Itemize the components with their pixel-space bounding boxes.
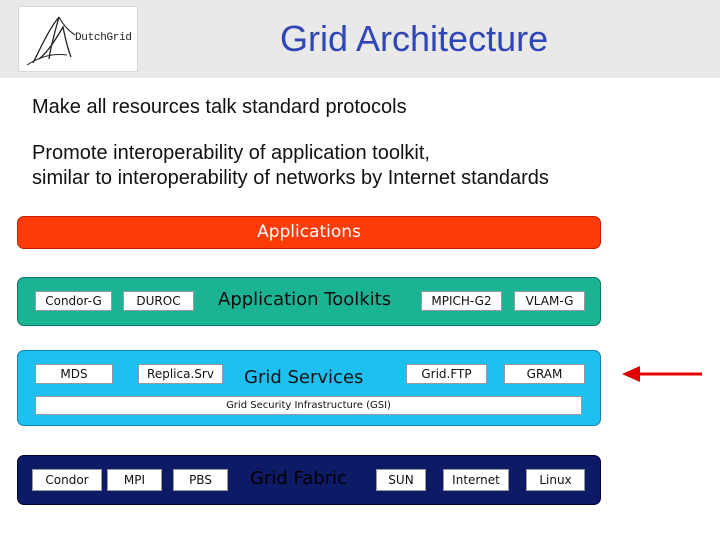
gsi-security-bar: Grid Security Infrastructure (GSI) — [35, 396, 582, 415]
bullet-2-text: Promote interoperability of application … — [32, 142, 549, 189]
logo-swirl-icon — [26, 16, 76, 66]
fabric-linux: Linux — [526, 469, 585, 491]
fabric-internet: Internet — [443, 469, 509, 491]
service-gram: GRAM — [504, 364, 585, 384]
left-arrow-icon — [622, 366, 702, 382]
applications-label: Applications — [257, 222, 361, 242]
bullet-1: Make all resources talk standard protoco… — [32, 96, 407, 118]
service-grid-ftp: Grid.FTP — [406, 364, 487, 384]
service-replica-srv: Replica.Srv — [138, 364, 223, 384]
grid-services-label: Grid Services — [244, 367, 364, 388]
logo-text: DutchGrid — [75, 32, 132, 44]
service-mds: MDS — [35, 364, 113, 384]
page-title: Grid Architecture — [280, 18, 549, 59]
toolkit-condor-g: Condor-G — [35, 291, 112, 311]
fabric-sun: SUN — [376, 469, 426, 491]
application-toolkits-layer: Condor-G DUROC Application Toolkits MPIC… — [17, 277, 601, 326]
applications-layer: Applications — [17, 216, 601, 249]
dutchgrid-logo: DutchGrid — [18, 6, 138, 72]
grid-services-layer: MDS Replica.Srv Grid Services Grid.FTP G… — [17, 350, 601, 426]
fabric-pbs: PBS — [173, 469, 228, 491]
toolkit-vlam-g: VLAM-G — [514, 291, 585, 311]
toolkit-duroc: DUROC — [123, 291, 194, 311]
grid-fabric-label: Grid Fabric — [250, 468, 347, 489]
application-toolkits-label: Application Toolkits — [218, 289, 392, 310]
fabric-mpi: MPI — [107, 469, 162, 491]
bullet-2: Promote interoperability of application … — [32, 141, 549, 191]
header-bar: DutchGrid Grid Architecture — [0, 0, 720, 78]
grid-fabric-layer: Condor MPI PBS Grid Fabric SUN Internet … — [17, 455, 601, 505]
toolkit-mpich-g2: MPICH-G2 — [421, 291, 502, 311]
fabric-condor: Condor — [32, 469, 102, 491]
